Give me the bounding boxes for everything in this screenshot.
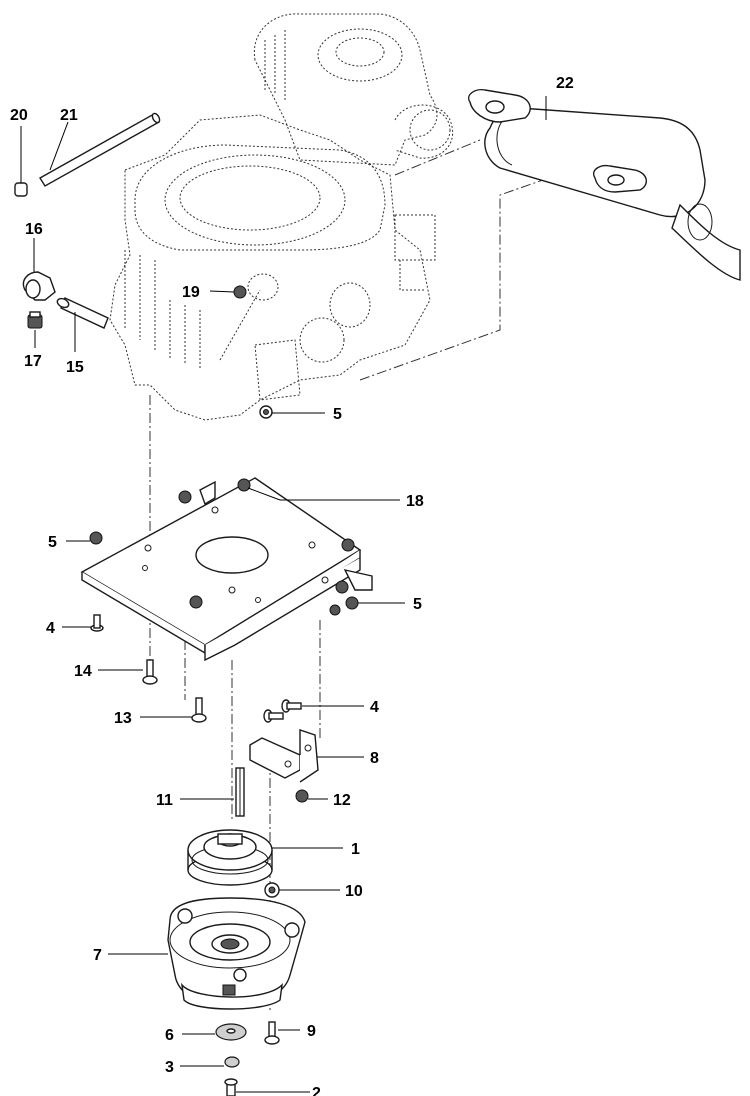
nut-12 — [295, 789, 309, 803]
bolt-19 — [233, 285, 247, 299]
bolt-2 — [224, 1078, 238, 1096]
mounting-plate — [80, 477, 373, 662]
callout-13: 13 — [114, 710, 132, 727]
callout-5-left: 5 — [48, 534, 57, 551]
callout-7: 7 — [93, 947, 102, 964]
callout-5-right: 5 — [413, 596, 422, 613]
callout-16: 16 — [25, 221, 43, 238]
callout-3: 3 — [165, 1059, 174, 1076]
bolt-4-right-a — [281, 699, 302, 713]
lock-washer — [224, 1056, 240, 1068]
drain-plug — [27, 311, 43, 329]
leader-lines — [20, 96, 547, 1093]
bolt-4-right-b — [263, 709, 284, 723]
bolt-13 — [191, 697, 207, 723]
callout-8: 8 — [370, 750, 379, 767]
oil-drain-tube — [39, 112, 161, 187]
callout-17: 17 — [24, 353, 42, 370]
callout-12: 12 — [333, 792, 351, 809]
callout-21: 21 — [60, 107, 78, 124]
callout-4-right: 4 — [370, 699, 379, 716]
tube-cap — [14, 182, 28, 197]
bolt-14 — [142, 659, 158, 685]
callout-4-left: 4 — [46, 620, 55, 637]
nut-engine — [259, 405, 273, 419]
callout-19: 19 — [182, 284, 200, 301]
callout-9: 9 — [307, 1023, 316, 1040]
shaft-key — [235, 767, 245, 817]
callout-2: 2 — [312, 1085, 321, 1096]
pulley — [187, 829, 273, 886]
callout-1: 1 — [351, 841, 360, 858]
callout-14: 14 — [74, 663, 92, 680]
bolt-4-left — [90, 614, 104, 632]
callout-15: 15 — [66, 359, 84, 376]
pipe-nipple — [56, 297, 109, 329]
elbow-fitting — [22, 271, 56, 301]
clutch-bracket — [249, 729, 319, 783]
callout-11: 11 — [156, 792, 173, 809]
spacer-washer — [215, 1023, 247, 1041]
callout-22: 22 — [556, 75, 574, 92]
engine-assembly — [109, 13, 601, 421]
bolt-9 — [264, 1021, 280, 1045]
electric-clutch — [167, 897, 306, 1010]
callout-labels: 20 21 16 17 15 19 5 22 18 5 5 4 14 13 4 … — [10, 75, 574, 1096]
muffler — [468, 88, 741, 281]
callout-10: 10 — [345, 883, 363, 900]
callout-20: 20 — [10, 107, 28, 124]
callout-18: 18 — [406, 493, 424, 510]
nut-10 — [264, 882, 280, 898]
callout-5-engine: 5 — [333, 406, 342, 423]
callout-6: 6 — [165, 1027, 174, 1044]
